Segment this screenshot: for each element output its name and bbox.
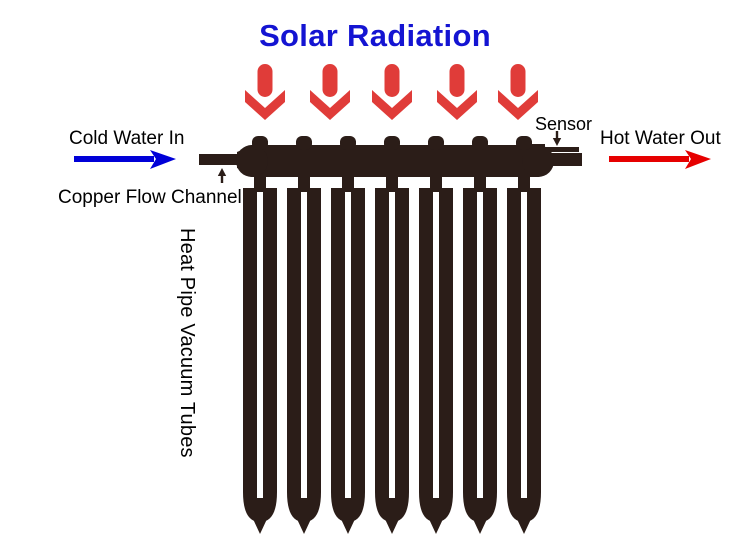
solar-arrow-5: [498, 64, 538, 120]
vacuum-tube: [375, 188, 409, 534]
page-title: Solar Radiation: [259, 18, 491, 53]
manifold-header: [248, 145, 542, 177]
solar-arrow-4: [437, 64, 477, 120]
manifold-top-ports: [252, 136, 532, 150]
collector-body: [199, 136, 582, 534]
label-sensor: Sensor: [535, 114, 593, 134]
vacuum-tube: [287, 188, 321, 534]
vacuum-tube: [419, 188, 453, 534]
label-hot-water-out: Hot Water Out: [600, 128, 721, 149]
vacuum-tube-group: [243, 188, 541, 534]
vacuum-tube: [507, 188, 541, 534]
solar-radiation-arrows: [245, 64, 538, 120]
vacuum-tube: [243, 188, 277, 534]
vacuum-tube: [463, 188, 497, 534]
hot-water-out-arrow: [609, 150, 711, 169]
inlet-pipe: [199, 154, 247, 165]
vacuum-tube: [331, 188, 365, 534]
solar-arrow-1: [245, 64, 285, 120]
cold-water-in-arrow: [74, 150, 176, 169]
manifold-bottom-necks: [254, 175, 530, 191]
solar-arrow-2: [310, 64, 350, 120]
copper-channel-pointer-arrow: [217, 168, 227, 183]
sensor-element: [541, 147, 579, 152]
label-heat-pipe-vacuum-tubes: Heat Pipe Vacuum Tubes: [176, 228, 198, 458]
solar-arrow-3: [372, 64, 412, 120]
label-copper-flow-channel: Copper Flow Channel: [58, 187, 242, 208]
label-cold-water-in: Cold Water In: [69, 128, 185, 149]
